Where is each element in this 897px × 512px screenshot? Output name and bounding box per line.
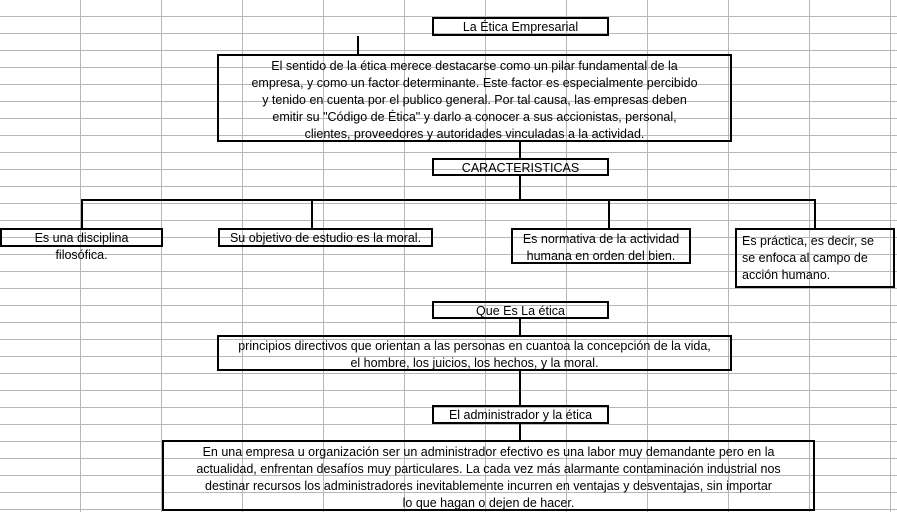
connector-horizontal-bus	[81, 199, 816, 201]
connector-intro-to-caracteristicas	[519, 142, 521, 158]
connector-drop-caracteristica-1	[81, 199, 83, 228]
connector-administrador-to-paragraph	[519, 424, 521, 440]
node-caracteristica-es-practica[interactable]: Es práctica, es decir, se se enfoca al c…	[735, 228, 895, 288]
connector-drop-caracteristica-2	[311, 199, 313, 228]
node-administrador-paragraph[interactable]: En una empresa u organización ser un adm…	[162, 440, 815, 511]
node-caracteristica-disciplina-filosofica[interactable]: Es una disciplina filosófica.	[0, 228, 163, 262]
node-intro-paragraph[interactable]: El sentido de la ética merece destacarse…	[217, 54, 732, 142]
node-que-es-la-etica-header[interactable]: Que Es La ética	[432, 301, 609, 319]
node-administrador-y-la-etica-header[interactable]: El administrador y la ética	[432, 405, 609, 424]
node-que-es-la-etica-paragraph[interactable]: principios directivos que orientan a las…	[217, 335, 732, 371]
node-caracteristica-normativa-actividad-humana[interactable]: Es normativa de la actividad humana en o…	[511, 228, 691, 264]
node-caracteristicas-header[interactable]: CARACTERISTICAS	[432, 158, 609, 176]
node-caracteristica-objetivo-estudio-moral[interactable]: Su objetivo de estudio es la moral.	[218, 228, 433, 247]
connector-title-to-intro	[357, 36, 359, 54]
connector-caracteristicas-to-bus	[519, 176, 521, 200]
connector-paragraph-to-administrador	[519, 371, 521, 405]
node-title-la-etica-empresarial[interactable]: La Ética Empresarial	[432, 17, 609, 36]
connector-drop-caracteristica-3	[608, 199, 610, 228]
connector-queesetica-to-paragraph	[519, 319, 521, 335]
connector-drop-caracteristica-4	[814, 199, 816, 228]
